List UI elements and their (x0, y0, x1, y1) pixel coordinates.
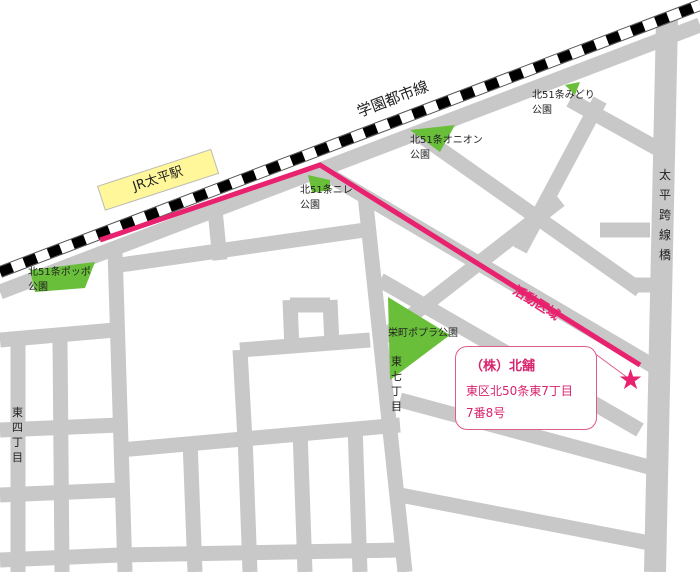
company-name: （株）北舗 (470, 359, 536, 374)
district-label-higashi7: 東七丁目 (391, 355, 402, 413)
company-address-line2: 7番8号 (466, 406, 506, 420)
park-label-onion: 北51条オニオン公園 (410, 135, 483, 161)
company-address-line1: 東区北50条東7丁目 (466, 384, 573, 398)
railway (0, 0, 700, 278)
park-label-poppo: 北51条ポッポ公園 (28, 267, 91, 293)
company-callout: （株）北舗 東区北50条東7丁目 7番8号 (455, 346, 597, 430)
park-label-nire: 北51条ニレ公園 (300, 185, 353, 211)
bridge-label: 太平跨線橋 (659, 168, 672, 262)
park-label-midori: 北51条みどり公園 (532, 90, 595, 116)
park-label-popura: 栄町ポプラ公園 (388, 328, 458, 339)
parks (30, 82, 580, 380)
star-location-icon: ★ (618, 363, 644, 396)
district-label-higashi4: 東四丁目 (12, 406, 23, 464)
roads (0, 17, 700, 572)
activity-route (99, 162, 642, 368)
